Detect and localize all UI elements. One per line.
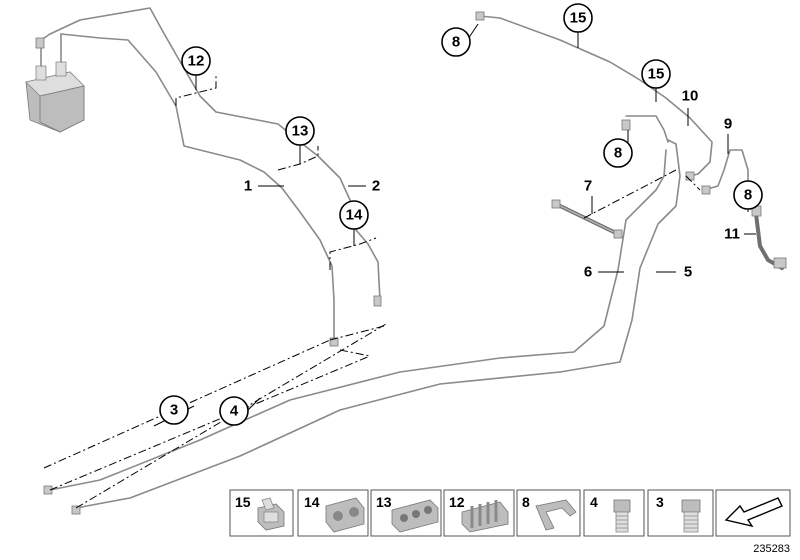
clip-15-part xyxy=(257,497,285,531)
svg-text:4: 4 xyxy=(230,403,239,420)
bracket-8-part xyxy=(535,499,577,531)
clip-14-part xyxy=(325,497,365,533)
thumb-label-15: 15 xyxy=(235,494,251,510)
assembly-lines xyxy=(43,76,701,509)
svg-text:13: 13 xyxy=(292,123,309,140)
callout-14: 14 xyxy=(339,200,369,230)
label-5: 5 xyxy=(684,264,692,281)
callout-13: 13 xyxy=(285,116,315,146)
abs-unit xyxy=(25,33,85,133)
thumb-label-8: 8 xyxy=(522,494,530,510)
label-2: 2 xyxy=(372,178,380,195)
callout-3: 3 xyxy=(159,395,189,425)
nut-3-part xyxy=(681,499,701,533)
svg-text:8: 8 xyxy=(452,34,460,51)
svg-text:12: 12 xyxy=(188,53,205,70)
callout-8-right: 8 xyxy=(733,180,763,210)
thumb-label-4: 4 xyxy=(590,494,598,510)
brake-lines-left xyxy=(49,7,382,347)
svg-text:8: 8 xyxy=(614,145,622,162)
callout-4: 4 xyxy=(219,396,249,426)
label-6: 6 xyxy=(584,264,592,281)
brake-hose-7 xyxy=(551,199,623,239)
brake-lines-long xyxy=(43,139,681,515)
label-9: 9 xyxy=(724,116,732,133)
clip-12-part xyxy=(461,500,509,533)
thumb-label-3: 3 xyxy=(656,494,664,510)
label-1: 1 xyxy=(244,178,252,195)
label-7: 7 xyxy=(584,178,592,195)
callout-8-mid: 8 xyxy=(603,138,633,168)
label-10: 10 xyxy=(682,88,699,105)
callout-12: 12 xyxy=(181,46,211,76)
svg-text:15: 15 xyxy=(648,66,665,83)
callout-8-top: 8 xyxy=(441,27,471,57)
thumb-label-12: 12 xyxy=(449,494,465,510)
svg-text:15: 15 xyxy=(570,10,587,27)
parts-strip: 15 14 13 12 8 4 3 xyxy=(229,489,791,537)
callout-15-top: 15 xyxy=(563,3,593,33)
direction-arrow-icon xyxy=(724,497,783,528)
thumb-label-14: 14 xyxy=(304,494,320,510)
nut-4-part xyxy=(613,499,631,533)
svg-text:8: 8 xyxy=(744,187,752,204)
brake-hose-11 xyxy=(751,205,787,270)
callout-15-mid: 15 xyxy=(641,59,671,89)
label-11: 11 xyxy=(724,226,740,243)
reference-number: 235283 xyxy=(753,543,790,555)
thumb-label-13: 13 xyxy=(376,494,392,510)
svg-text:14: 14 xyxy=(346,207,363,224)
svg-text:3: 3 xyxy=(170,402,178,419)
brake-lines-right xyxy=(475,11,757,209)
clip-13-part xyxy=(391,499,439,533)
